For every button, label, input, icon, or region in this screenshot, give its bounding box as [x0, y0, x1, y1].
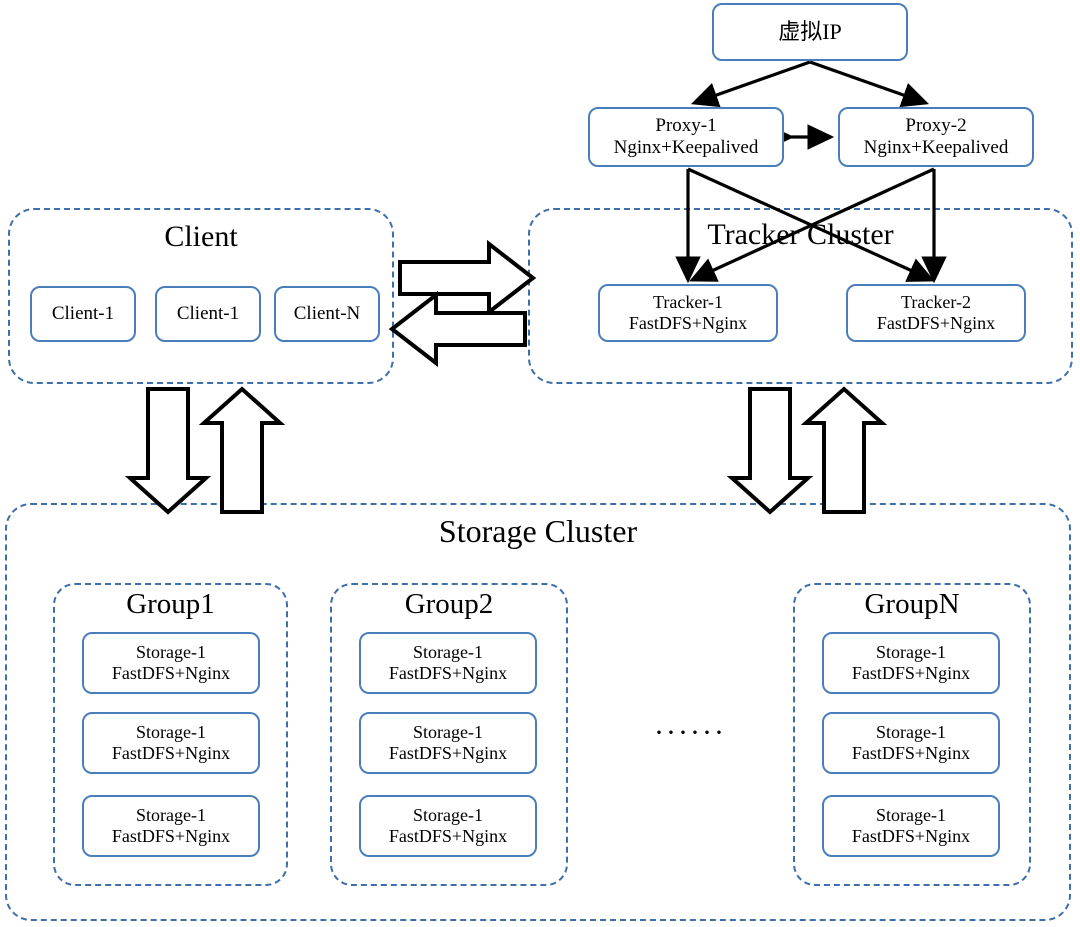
node-group-n-storage-1[interactable]: Storage-1 FastDFS+Nginx [822, 632, 1000, 694]
connector-vip-to-proxy-2 [809, 60, 930, 108]
zone-group-2-title: Group2 [404, 588, 494, 620]
node-virtual-ip[interactable]: 虚拟IP [712, 3, 908, 61]
node-tracker-1[interactable]: Tracker-1 FastDFS+Nginx [598, 284, 778, 342]
node-proxy-1-line1: Proxy-1 [655, 114, 717, 136]
zone-storage-cluster-title: Storage Cluster [438, 513, 638, 549]
node-group-1-storage-3[interactable]: Storage-1 FastDFS+Nginx [82, 795, 260, 857]
zone-group-1-title: Group1 [126, 588, 215, 620]
node-group-2-storage-1-line2: FastDFS+Nginx [388, 663, 508, 683]
node-proxy-2-line1: Proxy-2 [905, 114, 967, 136]
node-group-n-storage-2-line1: Storage-1 [876, 721, 946, 742]
connector-tracker-to-client [388, 290, 527, 368]
node-group-n-storage-3-line1: Storage-1 [876, 804, 946, 825]
node-group-1-storage-2-line1: Storage-1 [136, 721, 206, 742]
connector-client-to-storage [124, 387, 212, 515]
zone-group-n-title: GroupN [864, 588, 960, 620]
node-tracker-2[interactable]: Tracker-2 FastDFS+Nginx [846, 284, 1026, 342]
node-group-n-storage-2[interactable]: Storage-1 FastDFS+Nginx [822, 712, 1000, 774]
node-group-n-storage-1-line2: FastDFS+Nginx [851, 663, 971, 683]
node-group-1-storage-1-line2: FastDFS+Nginx [111, 663, 231, 683]
node-group-2-storage-1[interactable]: Storage-1 FastDFS+Nginx [359, 632, 537, 694]
node-group-2-storage-2-line2: FastDFS+Nginx [388, 743, 508, 763]
groups-ellipsis: ······ [654, 716, 726, 749]
connector-client-to-tracker [398, 239, 537, 317]
node-client-2-label: Client-1 [176, 302, 240, 324]
node-proxy-2-line2: Nginx+Keepalived [863, 137, 1009, 158]
node-group-1-storage-1[interactable]: Storage-1 FastDFS+Nginx [82, 632, 260, 694]
node-tracker-2-line1: Tracker-2 [901, 291, 971, 312]
node-group-1-storage-3-line2: FastDFS+Nginx [111, 826, 231, 846]
node-client-n-label: Client-N [293, 302, 361, 324]
node-group-2-storage-3[interactable]: Storage-1 FastDFS+Nginx [359, 795, 537, 857]
node-group-n-storage-1-line1: Storage-1 [876, 641, 946, 662]
node-client-n[interactable]: Client-N [274, 286, 380, 342]
node-group-n-storage-2-line2: FastDFS+Nginx [851, 743, 971, 763]
node-proxy-1[interactable]: Proxy-1 Nginx+Keepalived [588, 107, 784, 167]
zone-client-title: Client [164, 220, 238, 253]
zone-tracker-cluster-title: Tracker Cluster [707, 218, 894, 251]
node-group-2-storage-3-line1: Storage-1 [413, 804, 483, 825]
connector-vip-to-proxy-1 [690, 60, 811, 108]
node-client-1[interactable]: Client-1 [30, 286, 136, 342]
connector-storage-to-client [198, 386, 286, 514]
node-group-2-storage-3-line2: FastDFS+Nginx [388, 826, 508, 846]
zone-storage-cluster [5, 503, 1071, 921]
node-proxy-1-line2: Nginx+Keepalived [613, 137, 759, 158]
node-group-1-storage-1-line1: Storage-1 [136, 641, 206, 662]
node-virtual-ip-label: 虚拟IP [778, 19, 842, 45]
node-tracker-1-line1: Tracker-1 [653, 291, 723, 312]
node-tracker-1-line2: FastDFS+Nginx [628, 313, 748, 333]
zone-group-2 [330, 583, 568, 886]
node-group-2-storage-1-line1: Storage-1 [413, 641, 483, 662]
node-group-2-storage-2[interactable]: Storage-1 FastDFS+Nginx [359, 712, 537, 774]
node-group-n-storage-3[interactable]: Storage-1 FastDFS+Nginx [822, 795, 1000, 857]
node-client-2[interactable]: Client-1 [155, 286, 261, 342]
node-group-n-storage-3-line2: FastDFS+Nginx [851, 826, 971, 846]
zone-group-n [793, 583, 1031, 886]
node-proxy-2[interactable]: Proxy-2 Nginx+Keepalived [838, 107, 1034, 167]
node-group-2-storage-2-line1: Storage-1 [413, 721, 483, 742]
node-tracker-2-line2: FastDFS+Nginx [876, 313, 996, 333]
connector-tracker-to-storage [726, 387, 814, 515]
node-group-1-storage-2-line2: FastDFS+Nginx [111, 743, 231, 763]
connector-storage-to-tracker [800, 386, 888, 514]
zone-group-1 [53, 583, 288, 886]
node-group-1-storage-3-line1: Storage-1 [136, 804, 206, 825]
node-group-1-storage-2[interactable]: Storage-1 FastDFS+Nginx [82, 712, 260, 774]
node-client-1-label: Client-1 [51, 302, 115, 324]
